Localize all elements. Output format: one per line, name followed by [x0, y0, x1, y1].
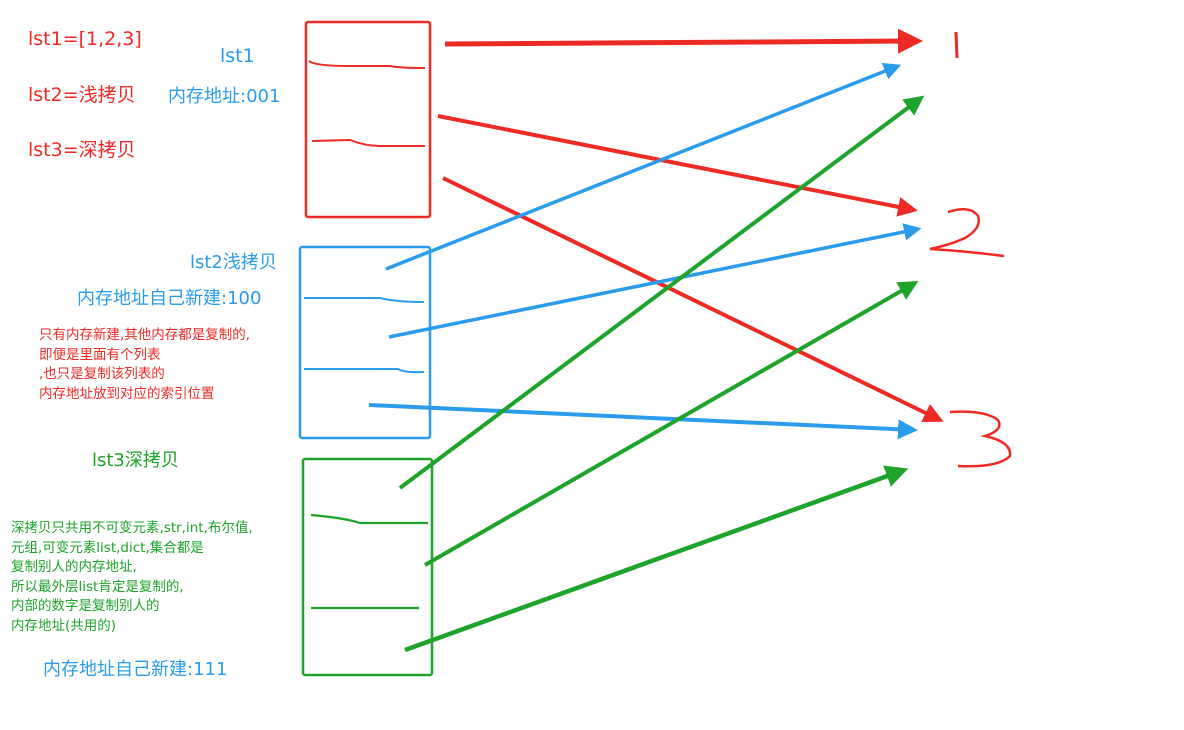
value-3: 3 [962, 418, 987, 466]
lst3-slot-1 [310, 513, 428, 525]
value-3-stroke [949, 410, 1012, 468]
value-2: 2 [955, 212, 978, 255]
lst3-box [301, 457, 434, 677]
lst3-title: lst3深拷贝 [92, 450, 179, 471]
lst3-note-line: 深拷贝只共用不可变元素,str,int,布尔值, [11, 520, 253, 536]
lst2-slot-2 [304, 368, 425, 374]
lst2-box [298, 245, 432, 440]
arrow-lst2-to-2 [388, 223, 922, 339]
legend-lst2-definition: lst2=浅拷贝 [28, 84, 136, 106]
lst1-address: 内存地址:001 [168, 86, 281, 107]
lst1-slot-1 [308, 60, 426, 69]
lst2-note-line: ,也只是复制该列表的 [39, 366, 165, 382]
legend-lst1-definition: lst1=[1,2,3] [28, 28, 142, 50]
arrow-lst1-to-1 [444, 28, 923, 54]
arrow-lst2-to-3 [368, 403, 918, 440]
lst3-address: 内存地址自己新建:111 [43, 659, 228, 680]
arrow-lst3-to-2 [424, 281, 919, 567]
value-1-stroke [954, 31, 959, 59]
lst3-note-line: 元组,可变元素list,dict,集合都是 [11, 539, 204, 556]
lst1-title: lst1 [220, 45, 255, 67]
value-2-stroke [929, 208, 1005, 258]
lst2-title: lst2浅拷贝 [190, 252, 277, 273]
lst2-note-line: 即便是里面有个列表 [39, 346, 161, 363]
lst2-address: 内存地址自己新建:100 [77, 288, 262, 309]
lst3-note-line: 所以最外层list肯定是复制的, [11, 578, 184, 595]
lst2-slot-1 [304, 297, 425, 303]
lst3-note: 深拷贝只共用不可变元素,str,int,布尔值, 元组,可变元素list,dic… [11, 519, 253, 636]
lst2-note-line: 只有内存新建,其他内存都是复制的, [39, 327, 251, 343]
arrow-lst3-to-3 [404, 465, 909, 653]
legend-lst3-definition: lst3=深拷贝 [28, 139, 136, 161]
lst1-slot-2 [311, 138, 425, 147]
arrow-lst2-to-1 [385, 63, 902, 271]
lst3-note-line: 内部的数字是复制别人的 [11, 598, 160, 614]
lst1-box [304, 20, 432, 219]
lst2-note: 只有内存新建,其他内存都是复制的, 即便是里面有个列表 ,也只是复制该列表的 内… [39, 326, 250, 404]
value-1: 1 [948, 28, 965, 59]
arrow-lst1-to-3 [442, 176, 944, 422]
lst3-note-line: 复制别人的内存地址, [11, 559, 137, 575]
arrow-lst1-to-2 [437, 114, 918, 217]
lst3-note-line: 内存地址(共用的) [11, 617, 117, 634]
arrow-lst3-to-1 [398, 95, 925, 490]
lst2-note-line: 内存地址放到对应的索引位置 [39, 385, 215, 402]
